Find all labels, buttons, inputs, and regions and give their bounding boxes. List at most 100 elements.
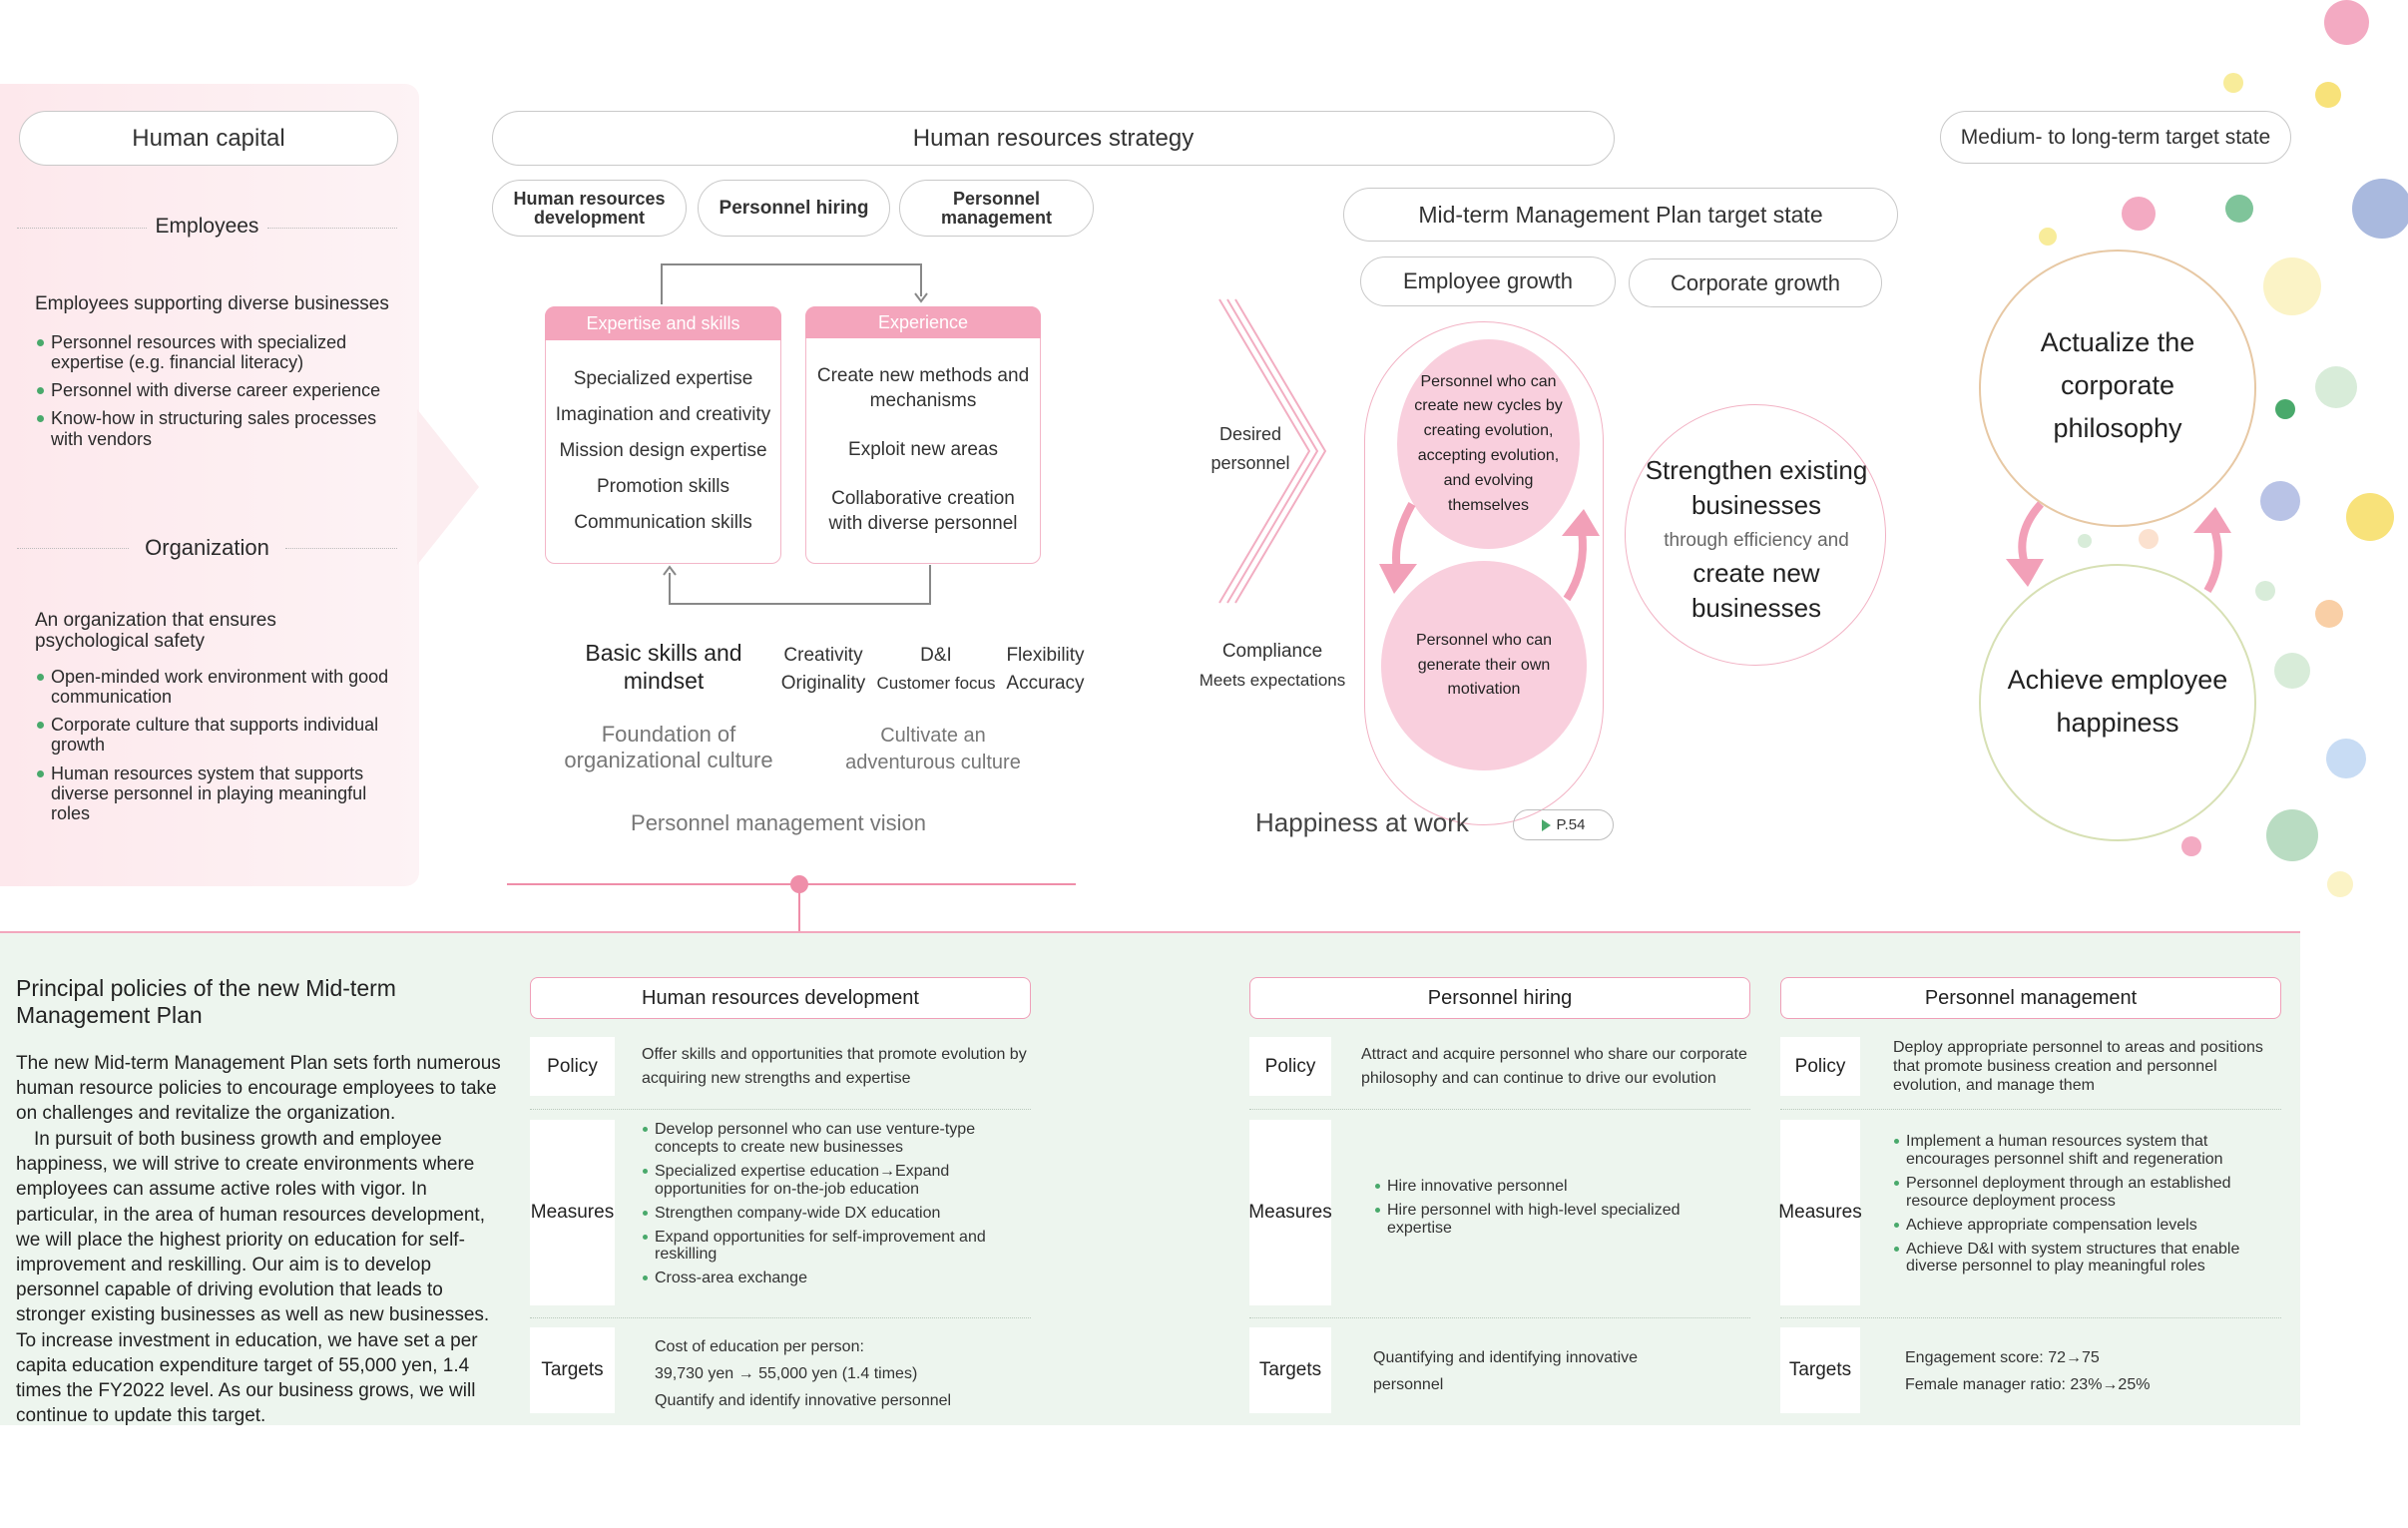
decorative-dot	[2315, 82, 2341, 108]
expertise-list: Specialized expertise Imagination and cr…	[545, 361, 781, 541]
adventurous-label: Cultivate an adventurous culture	[845, 725, 1021, 773]
hrd-divider-2	[530, 1317, 1031, 1318]
hiring-measures-list: Hire innovative personnel Hire personnel…	[1373, 1178, 1732, 1244]
management-targets-label: Targets	[1780, 1327, 1860, 1413]
foundation-label: Foundation of organizational culture	[564, 722, 773, 773]
value-label: Creativity	[783, 645, 863, 666]
employees-divider-left	[17, 228, 147, 229]
tab-human-resources-development: Human resources development	[492, 180, 687, 237]
list-item: Corporate culture that supports individu…	[35, 715, 404, 755]
list-item: Mission design expertise	[559, 440, 767, 461]
management-policy-text: Deploy appropriate personnel to areas an…	[1893, 1039, 2263, 1094]
management-measures-list: Implement a human resources system that …	[1892, 1133, 2271, 1281]
organization-heading: Organization	[145, 535, 269, 560]
philosophy-circle	[1979, 250, 2256, 527]
decorative-dot	[2122, 197, 2156, 231]
decorative-dot	[2274, 653, 2310, 689]
hrd-policy-text: Offer skills and opportunities that prom…	[642, 1046, 1027, 1087]
value-label: D&I	[920, 645, 952, 666]
hrd-measures-label: Measures	[530, 1120, 615, 1305]
organization-list: Open-minded work environment with good c…	[35, 667, 404, 831]
meets-expectations-label: Meets expectations	[1199, 671, 1346, 690]
hiring-targets-label: Targets	[1249, 1327, 1331, 1413]
hiring-targets-list: Quantifying and identifying innovative p…	[1373, 1344, 1702, 1398]
list-item: Achieve appropriate compensation levels	[1892, 1217, 2271, 1235]
vision-label: Personnel management vision	[631, 810, 926, 835]
value-label: Originality	[780, 673, 866, 694]
employees-subheading: Employees supporting diverse businesses	[35, 293, 389, 314]
strategy-title: Human resources strategy	[492, 111, 1615, 166]
hiring-divider-2	[1249, 1317, 1750, 1318]
desired-personnel-label: Desired personnel	[1210, 424, 1290, 473]
midterm-title: Mid-term Management Plan target state	[1343, 188, 1898, 242]
list-item: Achieve D&I with system structures that …	[1892, 1241, 2271, 1276]
hrd-divider-1	[530, 1109, 1031, 1110]
hiring-measures-label: Measures	[1248, 1120, 1332, 1305]
organization-divider-left	[17, 548, 129, 549]
decorative-dot	[2260, 481, 2300, 521]
decorative-dot	[2139, 529, 2159, 549]
management-header: Personnel management	[1780, 977, 2281, 1019]
create-label: create new businesses	[1690, 558, 1822, 623]
through-label: through efficiency and	[1664, 530, 1849, 551]
experience-item-1: Create new methods and mechanisms	[816, 365, 1030, 411]
list-item: Implement a human resources system that …	[1892, 1133, 2271, 1169]
value-label: Accuracy	[1006, 673, 1085, 694]
list-item: Cross-area exchange	[641, 1270, 1015, 1287]
management-measures-label: Measures	[1778, 1120, 1862, 1305]
cycle-top-circle: Personnel who can create new cycles by c…	[1397, 339, 1580, 549]
value-label: Flexibility	[1006, 645, 1085, 666]
expertise-box	[545, 306, 781, 564]
employees-list: Personnel resources with specialized exp…	[35, 332, 404, 457]
experience-header: Experience	[805, 306, 1041, 338]
decorative-dot	[2078, 534, 2092, 548]
list-item: 39,730 yen → 55,000 yen (1.4 times)	[655, 1365, 918, 1382]
list-item: Strengthen company-wide DX education	[641, 1205, 1015, 1223]
connector-stem	[798, 884, 800, 932]
hiring-header: Personnel hiring	[1249, 977, 1750, 1019]
cycle-bottom-circle: Personnel who can generate their own mot…	[1381, 561, 1587, 770]
experience-item-3: Collaborative creation with diverse pers…	[828, 488, 1018, 534]
decorative-dot	[2266, 809, 2318, 861]
employees-divider-right	[267, 228, 397, 229]
decorative-dot	[2255, 581, 2275, 601]
compliance-label: Compliance	[1221, 641, 1323, 662]
decorative-dot	[2326, 739, 2366, 778]
list-item: Hire personnel with high-level specializ…	[1373, 1202, 1732, 1238]
organization-divider-right	[285, 548, 397, 549]
list-item: Expand opportunities for self-improvemen…	[641, 1229, 1015, 1265]
list-item: Promotion skills	[596, 476, 730, 497]
employee-growth-pill: Employee growth	[1360, 256, 1616, 306]
happiness-at-work-label: Happiness at work	[1255, 807, 1469, 837]
page-ref-button[interactable]: P.54	[1513, 809, 1614, 840]
decorative-dot	[2324, 0, 2369, 45]
list-item: Engagement score: 72→75	[1905, 1349, 2100, 1366]
strengthen-label: Strengthen existing businesses	[1645, 455, 1868, 520]
value-column-1: Creativity Originality	[773, 642, 873, 698]
happiness-circle	[1979, 564, 2256, 841]
hrd-targets-label: Targets	[530, 1327, 615, 1413]
decorative-dot	[2327, 871, 2353, 897]
experience-box	[805, 306, 1041, 564]
happiness-label: Achieve employee happiness	[2007, 665, 2228, 739]
decorative-dot	[2275, 399, 2295, 419]
policies-title: Principal policies of the new Mid-term M…	[16, 975, 396, 1029]
management-divider-2	[1780, 1317, 2281, 1318]
value-column-3: Flexibility Accuracy	[993, 642, 1098, 698]
hrd-targets-list: Cost of education per person: 39,730 yen…	[655, 1333, 1024, 1414]
expertise-header: Expertise and skills	[545, 306, 781, 340]
organization-subheading: An organization that ensures psychologic…	[35, 610, 276, 652]
hiring-divider-1	[1249, 1109, 1750, 1110]
management-divider-1	[1780, 1109, 2281, 1110]
value-label: Customer focus	[876, 674, 996, 693]
list-item: Quantifying and identifying innovative p…	[1373, 1349, 1639, 1393]
decorative-dot	[2181, 836, 2201, 856]
list-item: Cost of education per person:	[655, 1338, 864, 1355]
hiring-policy-label: Policy	[1249, 1037, 1331, 1096]
decorative-dot	[2039, 228, 2057, 246]
decorative-dot	[2315, 600, 2343, 628]
